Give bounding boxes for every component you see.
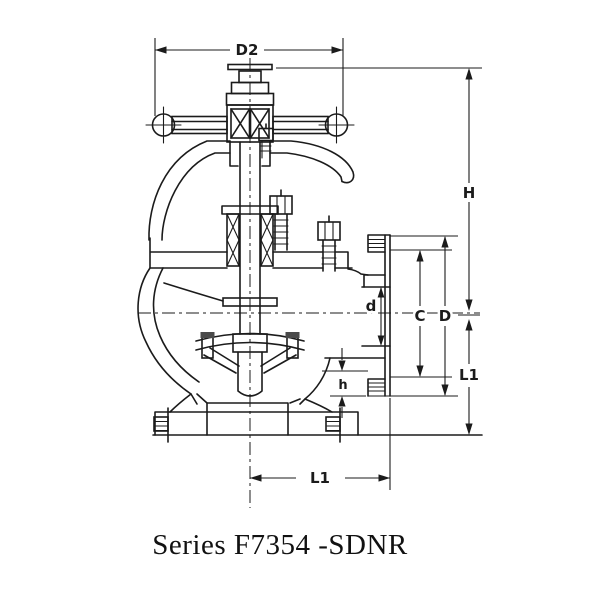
bonnet-stud-bolt <box>317 215 341 272</box>
valve-stem <box>239 141 261 335</box>
d2-extension-lines <box>154 38 344 116</box>
dim-label-h-small: h <box>338 378 347 393</box>
outlet-flange <box>324 234 391 397</box>
valve-body-group <box>137 63 483 443</box>
gland-bolt-left <box>269 189 293 251</box>
dimension-arrowheads <box>155 46 473 482</box>
c-extension-lines <box>390 249 452 378</box>
handwheel <box>145 104 355 144</box>
dim-label-h: H <box>463 184 476 202</box>
dim-label-l1-vertical: L1 <box>459 366 479 384</box>
dim-label-l1-horizontal: L1 <box>310 469 330 487</box>
center-lines <box>138 58 480 508</box>
dimension-lines <box>154 38 482 490</box>
dim-label-d2: D2 <box>236 41 259 59</box>
dim-label-c: C <box>414 307 425 325</box>
disc-seat-internals <box>195 297 305 397</box>
globe-body <box>137 267 369 405</box>
yoke-bonnet <box>148 123 355 269</box>
drawing-caption: Series F7354 -SDNR <box>152 529 408 561</box>
dimension-labels: D2 H C D d h L1 L1 <box>233 39 481 490</box>
dim-label-d: D <box>439 307 451 325</box>
dim-label-d-bore: d <box>366 297 377 315</box>
base-flange <box>152 393 483 443</box>
